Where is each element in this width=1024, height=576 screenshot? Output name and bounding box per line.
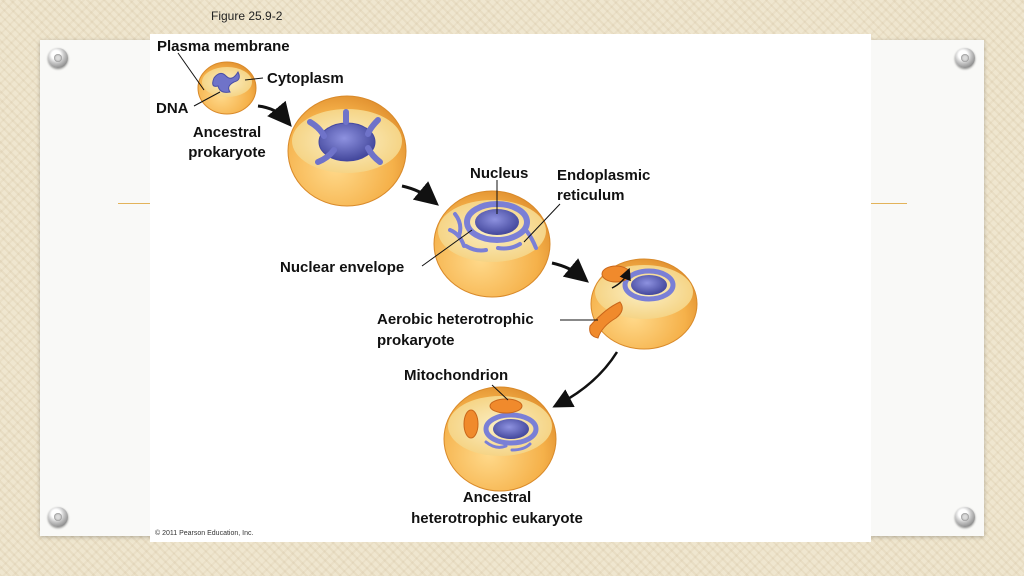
screw-icon-bottom-left [48,507,68,527]
gold-rule-right [871,203,907,204]
arrow-stage-3 [551,258,589,283]
label-ancestral-prokaryote-line2: prokaryote [188,144,266,161]
cell-nucleus-er [433,190,551,298]
label-er-line2: reticulum [557,187,625,204]
label-dna: DNA [156,100,189,117]
cell-engulfing-prokaryote [589,258,698,350]
arrow-stage-2 [401,181,439,206]
label-mitochondrion: Mitochondrion [404,367,508,384]
screw-icon-top-left [48,48,68,68]
label-nuclear-envelope: Nuclear envelope [280,259,404,276]
label-eukaryote-line1: Ancestral [463,489,531,506]
label-plasma-membrane: Plasma membrane [157,38,290,55]
label-er-line1: Endoplasmic [557,167,650,184]
copyright-notice: © 2011 Pearson Education, Inc. [155,530,254,537]
arrow-stage-4 [552,351,619,408]
label-aerobic-line1: Aerobic heterotrophic [377,311,534,328]
screw-icon-top-right [955,48,975,68]
endosymbiosis-diagram: Plasma membrane Cytoplasm DNA Ancestral … [156,38,698,527]
arrow-stage-1 [257,100,292,127]
label-eukaryote-line2: heterotrophic eukaryote [411,510,583,527]
cell-membrane-infolding [287,95,407,207]
screw-icon-bottom-right [955,507,975,527]
cell-ancestral-prokaryote [197,61,257,115]
label-cytoplasm: Cytoplasm [267,70,344,87]
label-nucleus: Nucleus [470,165,528,182]
cell-heterotrophic-eukaryote [443,386,557,492]
label-aerobic-line2: prokaryote [377,332,455,349]
diagram-panel: Plasma membrane Cytoplasm DNA Ancestral … [150,34,871,542]
figure-title: Figure 25.9-2 [211,9,283,23]
gold-rule-left [118,203,150,204]
leader-lines [177,52,598,401]
label-ancestral-prokaryote-line1: Ancestral [193,124,261,141]
